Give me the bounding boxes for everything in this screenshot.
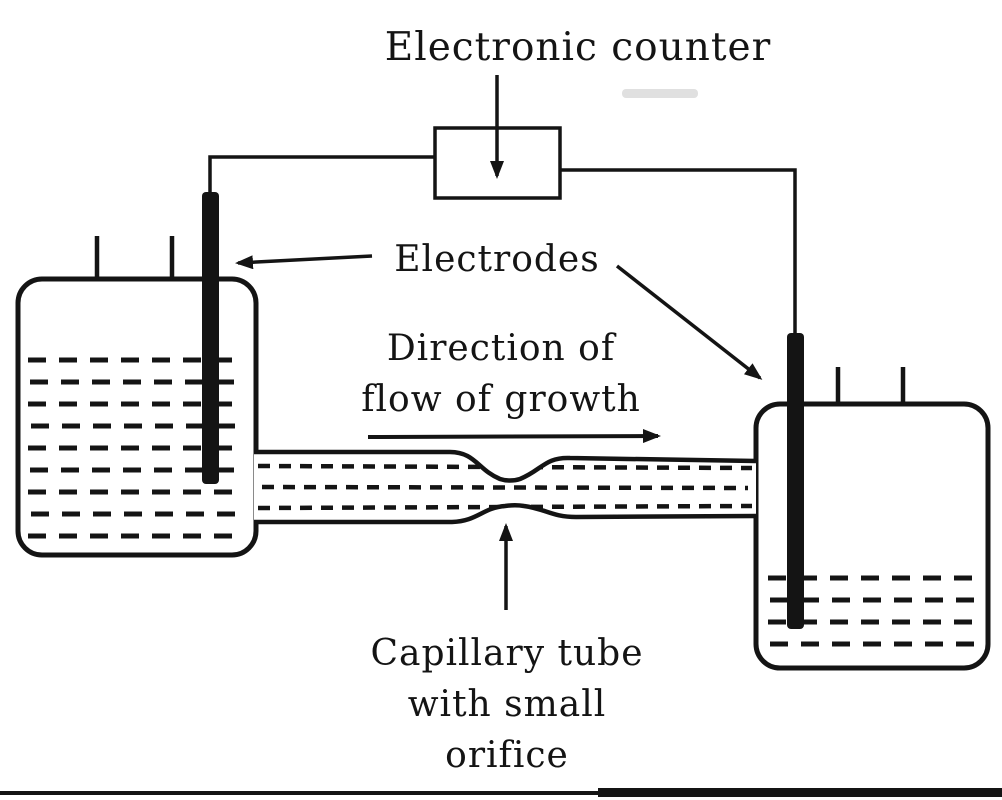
left-vessel <box>15 236 259 558</box>
right-electrode <box>787 333 804 629</box>
wire-left <box>208 155 435 200</box>
capillary-tube <box>254 449 757 525</box>
left-vessel-liquid <box>28 357 244 539</box>
direction-of-flow-arrow <box>367 429 661 444</box>
capillary-tube-top-wall <box>254 449 757 483</box>
electrodes-label: Electrodes <box>394 239 600 280</box>
left-electrode <box>202 192 219 484</box>
electronic-counter-label: Electronic counter <box>384 25 772 70</box>
left-vessel-body <box>15 276 259 558</box>
wire-right <box>560 168 797 340</box>
electrodes-arrow-right <box>615 264 763 380</box>
scan-smudge <box>622 89 698 98</box>
capillary-tube-bottom-wall <box>254 503 757 525</box>
capillary-tube-fluid <box>257 463 753 511</box>
page-bottom-rule-thick <box>598 788 1002 797</box>
direction-of-flow-label: Direction of flow of growth <box>361 328 641 421</box>
circuit <box>208 75 797 340</box>
electrodes-arrow-left <box>235 254 373 270</box>
capillary-tube-label: Capillary tube with small orifice <box>370 633 644 777</box>
